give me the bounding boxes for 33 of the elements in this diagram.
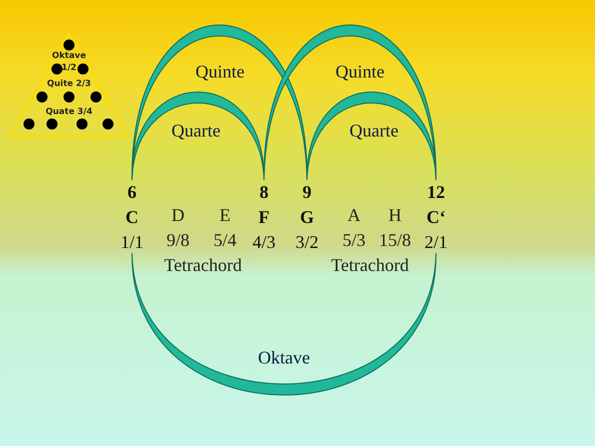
string-number: 8 xyxy=(258,181,270,204)
frequency-ratio: 15/8 xyxy=(379,229,411,252)
frequency-ratio: 5/4 xyxy=(214,229,236,252)
tetractys-label: Oktave 1/2 xyxy=(51,50,87,74)
tetrachord-label: Tetrachord xyxy=(164,254,242,277)
string-number: 9 xyxy=(302,181,312,204)
note-name: D xyxy=(172,204,184,227)
note-name: A xyxy=(348,204,360,227)
arc-connector xyxy=(306,92,436,180)
edge-label: Oktave xyxy=(258,348,310,368)
note-name: G xyxy=(298,206,315,229)
edge-label: Quinte xyxy=(196,62,244,82)
tetractys-label: Quate 3/4 xyxy=(44,106,94,118)
string-number: 12 xyxy=(426,181,446,204)
frequency-ratio: 5/3 xyxy=(342,229,366,252)
note-name: C xyxy=(124,206,140,229)
edge-label: Quarte xyxy=(172,120,220,142)
tetractys-label: Quite 2/3 xyxy=(46,78,92,90)
note-name: F xyxy=(258,206,270,229)
frequency-ratio: 2/1 xyxy=(423,231,448,254)
arc-connector xyxy=(132,252,436,396)
frequency-ratio: 9/8 xyxy=(166,229,190,252)
frequency-ratio: 4/3 xyxy=(251,231,276,254)
arc-connector xyxy=(132,92,264,180)
frequency-ratio: 1/1 xyxy=(119,231,144,254)
edge-label: Quinte xyxy=(336,62,384,82)
note-name: E xyxy=(220,204,230,227)
note-name: H xyxy=(388,204,402,227)
frequency-ratio: 3/2 xyxy=(294,231,320,254)
edge-label: Quarte xyxy=(350,120,398,142)
tetrachord-label: Tetrachord xyxy=(331,254,409,277)
note-name: C‘ xyxy=(426,206,446,229)
string-number: 6 xyxy=(126,181,138,204)
